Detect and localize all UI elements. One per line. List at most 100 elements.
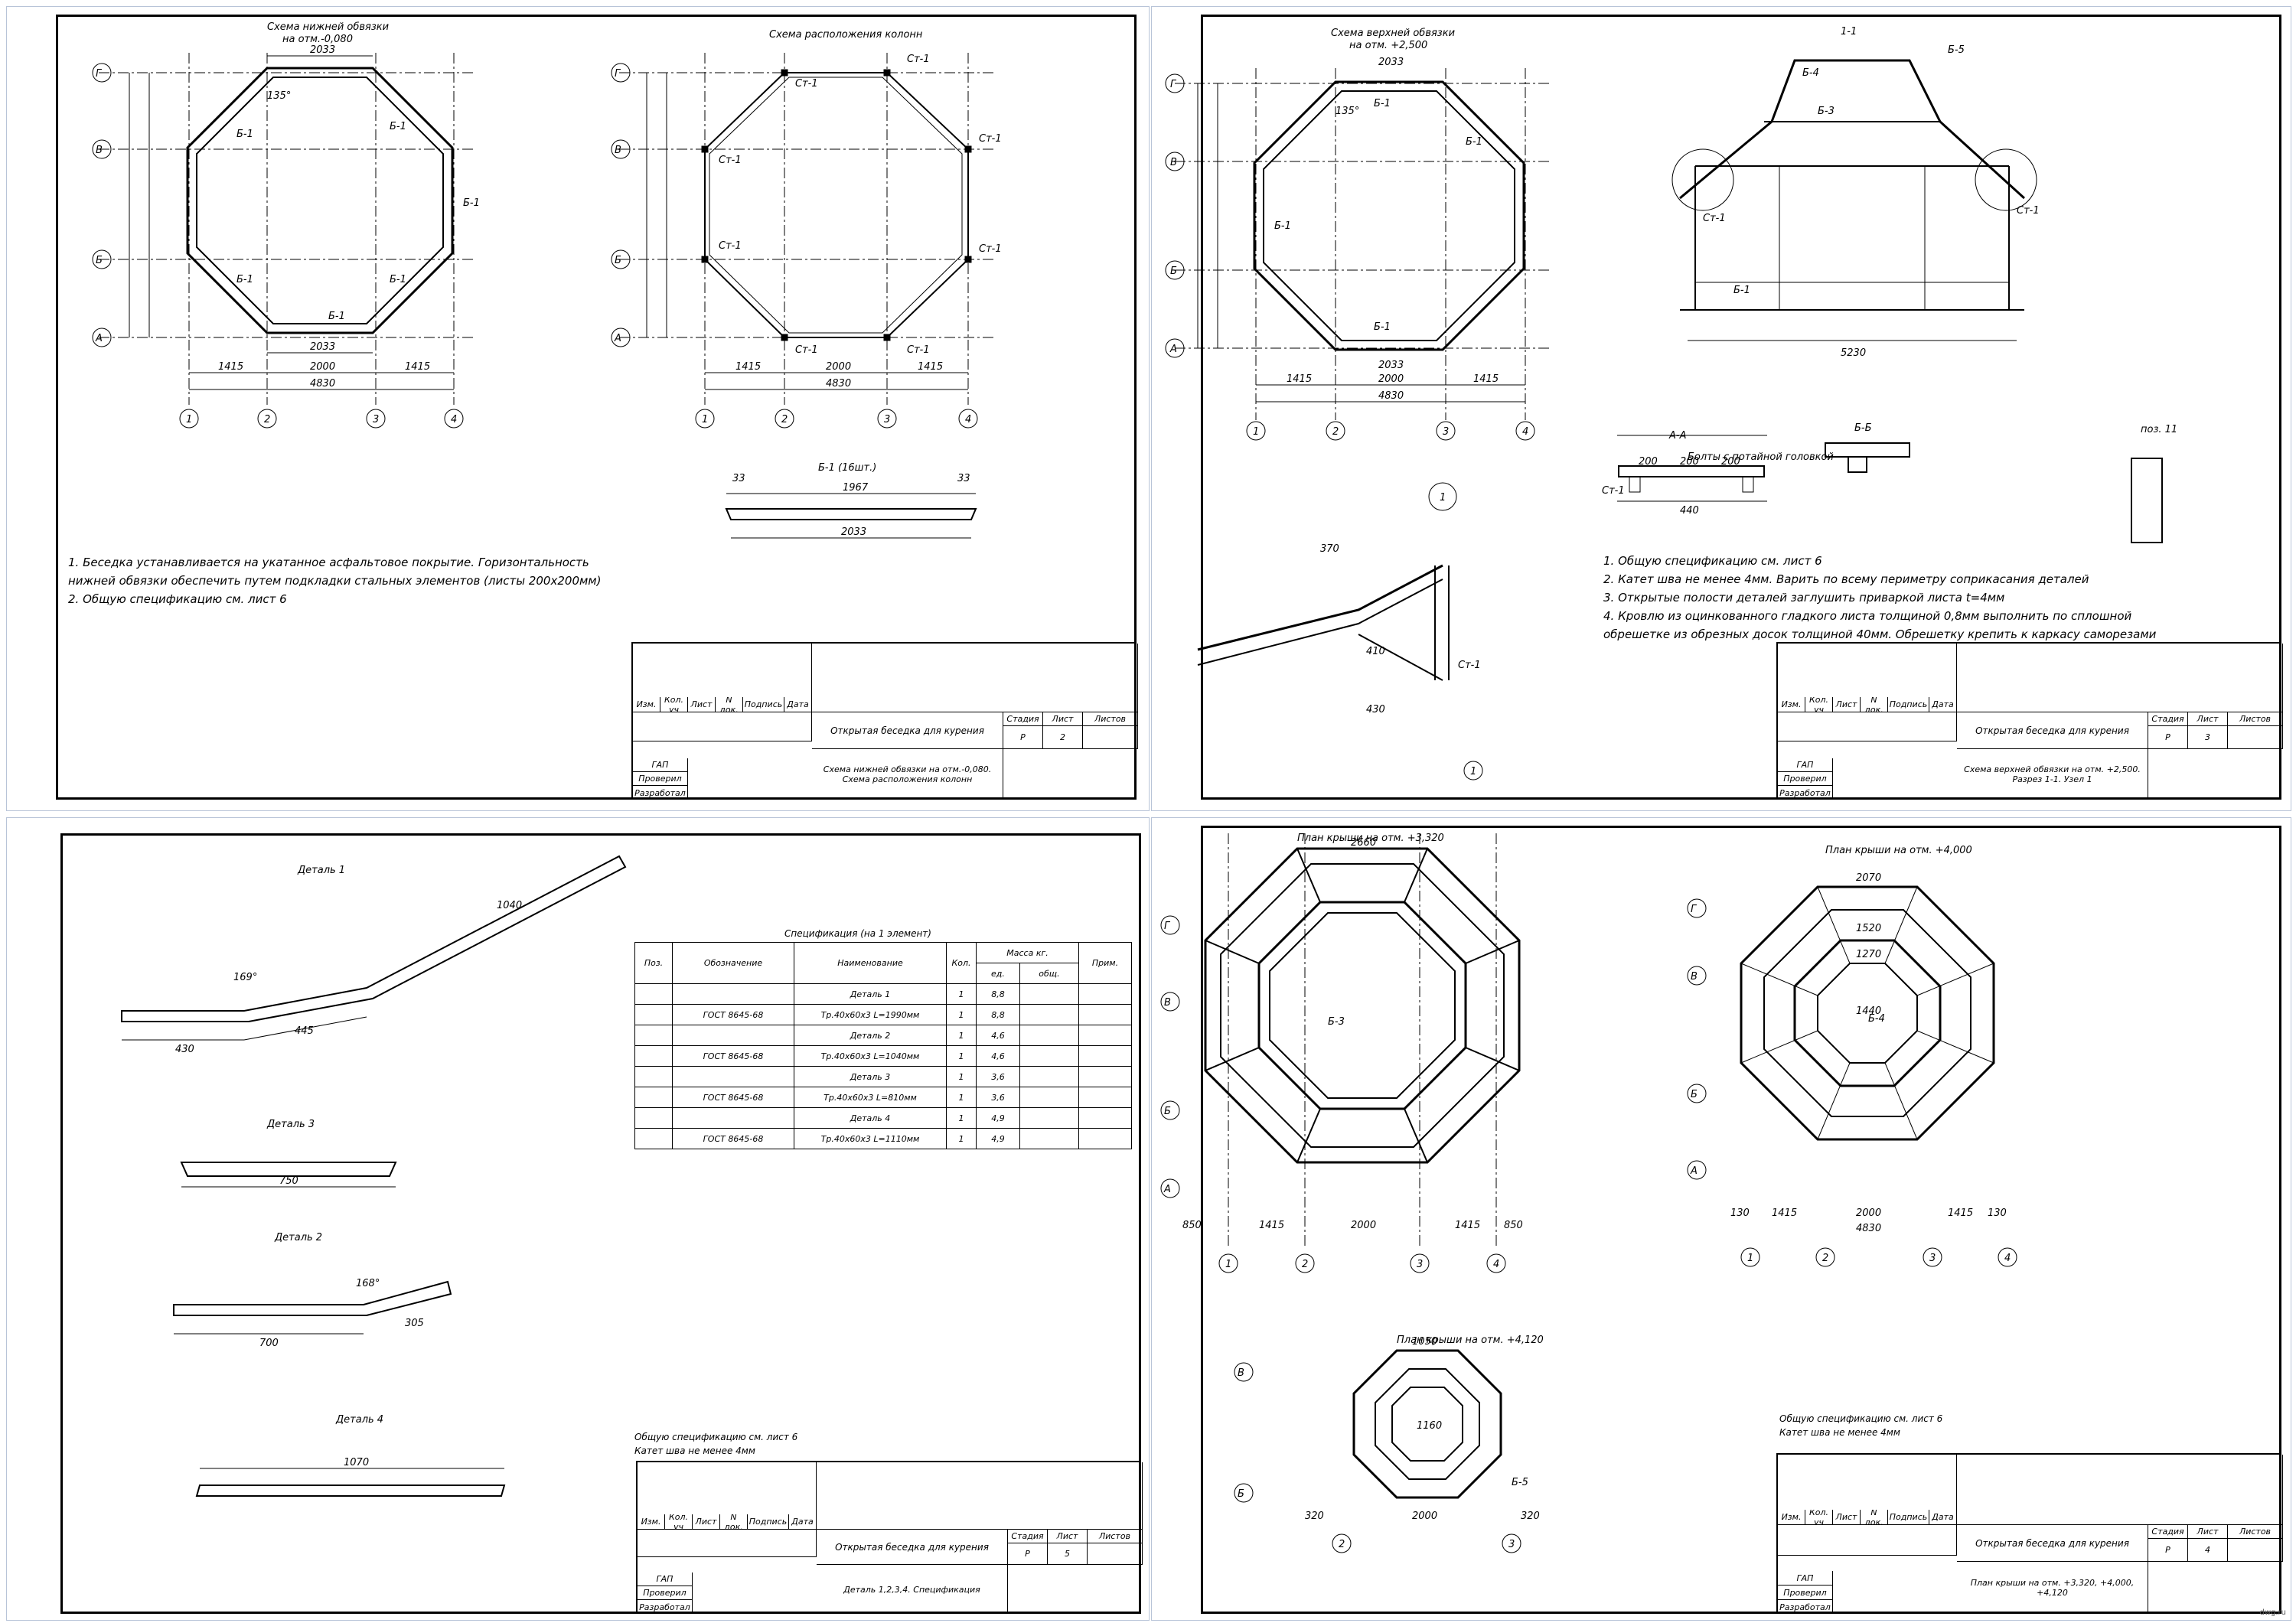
sheet-4-notes: Общую спецификацию см. лист 6 Катет шва …: [1779, 1413, 1943, 1438]
svg-text:3: 3: [1443, 426, 1449, 438]
svg-text:Ст-1: Ст-1: [907, 54, 930, 65]
svg-text:2000: 2000: [1351, 1220, 1376, 1231]
svg-text:1: 1: [1253, 426, 1259, 438]
svg-text:1: 1: [1440, 492, 1446, 504]
svg-text:1070: 1070: [344, 1457, 369, 1468]
sheet-3: Схема верхней обвязки на отм. +2,500 203…: [1151, 6, 2291, 811]
svg-text:Б-1: Б-1: [328, 311, 345, 322]
sheet-5-titleblock: Изм. Кол. уч Лист N док. Подпись Дата ГА…: [636, 1461, 1143, 1614]
svg-text:Ст-1: Ст-1: [719, 240, 742, 252]
svg-text:700: 700: [259, 1338, 279, 1349]
svg-text:Б-1: Б-1: [1374, 98, 1391, 109]
svg-text:1: 1: [1225, 1259, 1231, 1270]
sheet-2-frame: [56, 15, 1137, 800]
svg-text:Ст-1: Ст-1: [979, 133, 1002, 145]
sheet-5-notes: Общую спецификацию см. лист 6 Катет шва …: [634, 1432, 798, 1456]
svg-text:Ст-1: Ст-1: [1703, 213, 1726, 224]
detail-4: [195, 1484, 506, 1497]
svg-text:3: 3: [1929, 1253, 1936, 1264]
sheet-3-frame: [1201, 15, 2281, 800]
svg-text:4830: 4830: [310, 378, 335, 389]
sheet-5-drawing: Деталь 1 Деталь 3 Деталь 2 Деталь 4 430 …: [121, 855, 627, 1497]
watermark: dwg.ru: [2259, 1608, 2286, 1617]
svg-text:Деталь 3: Деталь 3: [266, 1119, 315, 1130]
svg-text:Г: Г: [615, 68, 621, 80]
svg-text:Болты с потайной головкой: Болты с потайной головкой: [1688, 451, 1834, 463]
svg-text:В: В: [1170, 157, 1177, 168]
svg-text:на отм. +2,500: на отм. +2,500: [1349, 40, 1427, 51]
sheet-4: План крыши на отм. +3,320 План крыши на …: [1151, 817, 2291, 1621]
svg-text:1415: 1415: [1948, 1207, 1973, 1219]
svg-text:1-1: 1-1: [1841, 26, 1857, 37]
svg-text:А: А: [1169, 344, 1177, 355]
svg-text:1415: 1415: [735, 361, 761, 373]
sheet-5-frame: [60, 833, 1141, 1614]
svg-text:Схема расположения колонн: Схема расположения колонн: [769, 29, 923, 41]
svg-text:1415: 1415: [218, 361, 243, 373]
svg-text:1040: 1040: [497, 900, 522, 911]
svg-text:4830: 4830: [1378, 390, 1404, 402]
svg-text:4: 4: [1493, 1259, 1499, 1270]
svg-text:1270: 1270: [1856, 949, 1881, 960]
svg-text:305: 305: [405, 1318, 424, 1329]
roof-plan-3320: [1204, 847, 1521, 1164]
svg-text:410: 410: [1366, 646, 1385, 657]
svg-text:Ст-1: Ст-1: [1602, 485, 1625, 497]
svg-text:430: 430: [1366, 704, 1385, 715]
svg-text:Деталь 4: Деталь 4: [335, 1414, 383, 1426]
svg-text:Б-4: Б-4: [1802, 67, 1819, 79]
svg-text:Ст-1: Ст-1: [795, 78, 818, 90]
svg-text:Б-1: Б-1: [1733, 285, 1750, 296]
svg-text:Б: Б: [1164, 1106, 1171, 1117]
svg-text:Г: Г: [1164, 921, 1171, 932]
svg-text:1967: 1967: [843, 482, 869, 494]
svg-text:Б-5: Б-5: [1512, 1477, 1528, 1488]
svg-text:Б-1: Б-1: [390, 274, 406, 285]
svg-text:1415: 1415: [1287, 373, 1312, 385]
svg-text:1415: 1415: [1455, 1220, 1480, 1231]
svg-text:План крыши на отм. +3,320: План крыши на отм. +3,320: [1297, 833, 1444, 844]
svg-text:320: 320: [1305, 1511, 1324, 1522]
svg-text:3: 3: [884, 414, 890, 425]
svg-text:Г: Г: [1691, 904, 1698, 915]
svg-text:Б-3: Б-3: [1818, 106, 1835, 117]
svg-text:А: А: [614, 333, 621, 344]
spec-table: Поз. Обозначение Наименование Кол. Масса…: [634, 942, 1132, 1149]
svg-text:169°: 169°: [233, 972, 257, 983]
svg-text:Ст-1: Ст-1: [979, 243, 1002, 255]
svg-text:План крыши на отм. +4,120: План крыши на отм. +4,120: [1397, 1335, 1544, 1346]
svg-text:130: 130: [1988, 1207, 2007, 1219]
svg-text:на отм.-0,080: на отм.-0,080: [282, 34, 353, 45]
svg-text:4: 4: [451, 414, 457, 425]
svg-text:Б-Б: Б-Б: [1854, 422, 1872, 434]
svg-text:2033: 2033: [1378, 57, 1404, 68]
svg-text:А: А: [1690, 1165, 1698, 1177]
svg-text:1415: 1415: [1772, 1207, 1797, 1219]
sheet-2-titleblock: Изм. Кол. уч Лист N док. Подпись Дата ГА…: [631, 642, 1138, 800]
sheet-3-notes: 1. Общую спецификацию см. лист 6 2. Кате…: [1603, 554, 2157, 641]
svg-text:1415: 1415: [1473, 373, 1499, 385]
svg-text:2: 2: [1302, 1259, 1308, 1270]
svg-text:Б-1: Б-1: [463, 197, 480, 209]
svg-text:2: 2: [1339, 1539, 1345, 1550]
svg-text:2070: 2070: [1856, 872, 1881, 884]
svg-text:Г: Г: [96, 68, 103, 80]
column-octagon: [704, 72, 969, 338]
svg-text:2: 2: [1332, 426, 1339, 438]
svg-text:850: 850: [1504, 1220, 1523, 1231]
svg-text:2000: 2000: [1412, 1511, 1437, 1522]
svg-text:2: 2: [264, 414, 270, 425]
sheet-3-titleblock: Изм. Кол. уч Лист N док. Подпись Дата ГА…: [1776, 642, 2283, 800]
svg-text:Б-1: Б-1: [1466, 136, 1482, 148]
sheet-2-notes: 1. Беседка устанавливается на укатанное …: [68, 556, 602, 606]
svg-text:Б-3: Б-3: [1328, 1016, 1345, 1028]
svg-text:1: 1: [1470, 766, 1476, 777]
svg-text:4830: 4830: [1856, 1223, 1881, 1234]
svg-text:4: 4: [1522, 426, 1528, 438]
svg-text:2000: 2000: [1856, 1207, 1881, 1219]
